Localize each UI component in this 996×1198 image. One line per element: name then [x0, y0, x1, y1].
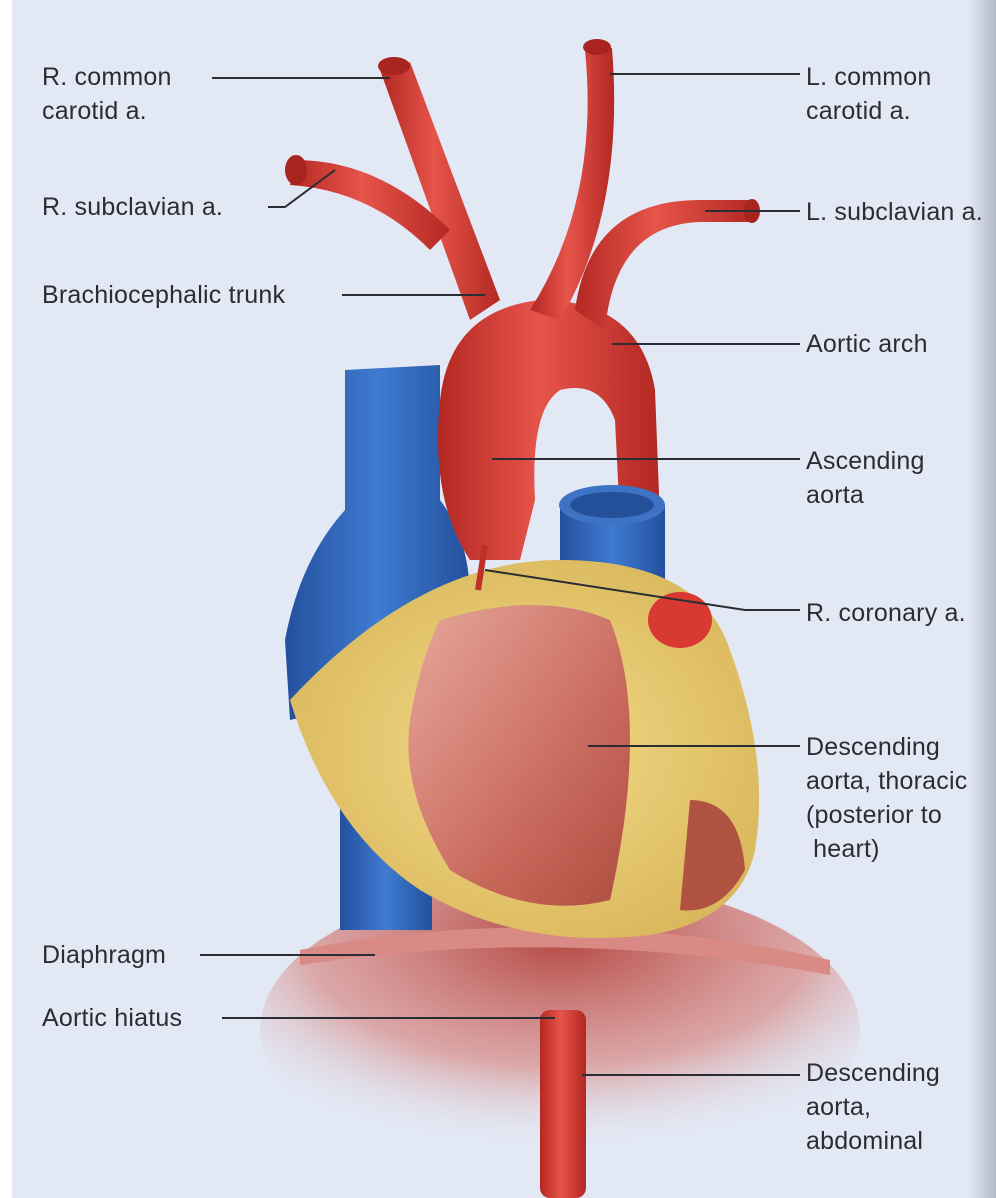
heart-shape: [290, 560, 760, 938]
label-descending-aorta-thoracic: Descending aorta, thoracic (posterior to…: [806, 733, 968, 863]
diagram-canvas: [12, 0, 996, 1198]
abdominal-aorta-shape: [540, 1010, 586, 1198]
label-descending-aorta-abdominal: Descending aorta, abdominal: [806, 1059, 941, 1155]
r-coronary-shape: [475, 544, 488, 591]
label-brachiocephalic-trunk: Brachiocephalic trunk: [42, 281, 286, 309]
label-l-subclavian: L. subclavian a.: [806, 198, 983, 226]
leader-lines: [200, 73, 800, 1076]
label-r-coronary: R. coronary a.: [806, 599, 966, 627]
page-edge-shadow: [968, 0, 996, 1198]
label-r-common-carotid: R. common carotid a.: [42, 63, 172, 125]
label-l-common-carotid: L. common carotid a.: [806, 63, 932, 125]
label-ascending-aorta: Ascending aorta: [806, 447, 925, 509]
label-r-subclavian: R. subclavian a.: [42, 193, 224, 221]
label-diaphragm: Diaphragm: [42, 941, 167, 969]
label-aortic-arch: Aortic arch: [806, 330, 928, 358]
label-aortic-hiatus: Aortic hiatus: [42, 1004, 183, 1032]
heart-illustration: [200, 39, 860, 1198]
aorta-shape: [285, 39, 760, 560]
